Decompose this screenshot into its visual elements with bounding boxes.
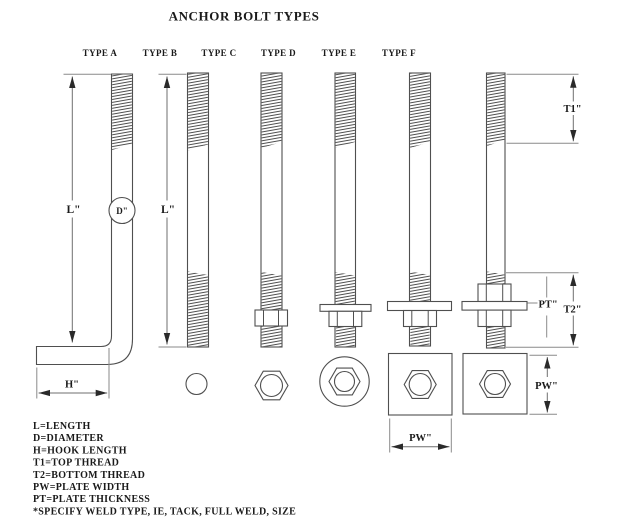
bolt-type-a: L" D" H" xyxy=(35,73,136,399)
bolt-f-mid-thread xyxy=(487,271,505,285)
bolt-type-d xyxy=(319,72,372,407)
bolt-b-bottom-thread xyxy=(188,271,208,347)
legend-line: T2=BOTTOM THREAD xyxy=(33,470,145,481)
hex-inner-circle xyxy=(483,372,507,396)
bolt-type-f: T1" T2" PT" PW" xyxy=(461,72,582,415)
bolt-f-bottom-thread xyxy=(487,326,505,348)
bolt-d-bottom-thread-lower xyxy=(335,326,355,347)
bolt-f-end-view-square-plate xyxy=(462,352,528,415)
bolt-e-end-view-square-plate xyxy=(387,352,453,416)
legend-line: T1=TOP THREAD xyxy=(33,458,119,469)
header-type-e: TYPE E xyxy=(322,48,357,58)
header-type-d: TYPE D xyxy=(261,48,296,58)
label-plate-width-e: PW" xyxy=(409,433,432,444)
hex-inner-circle xyxy=(333,370,356,393)
bolt-c-top-thread xyxy=(261,73,282,148)
header-type-b: TYPE B xyxy=(143,48,178,58)
label-length-b: L" xyxy=(161,204,175,216)
bolt-e-bottom-thread-upper xyxy=(410,271,430,302)
header-type-a: TYPE A xyxy=(83,48,118,58)
bolt-c-bottom-thread-upper xyxy=(261,272,282,311)
label-hook: H" xyxy=(65,380,79,391)
legend-line: PT=PLATE THICKNESS xyxy=(33,494,150,505)
legend-line: H=HOOK LENGTH xyxy=(33,445,127,456)
bolt-a-top-thread xyxy=(112,74,132,150)
bolt-d-hex-nut xyxy=(328,310,363,328)
bolt-c-hex-nut xyxy=(254,309,289,327)
legend-line: *SPECIFY WELD TYPE, IE, TACK, FULL WELD,… xyxy=(33,506,296,517)
bolt-d-end-view-round-plate xyxy=(319,356,370,407)
legend-line: D=DIAMETER xyxy=(33,433,104,444)
legend-line: L=LENGTH xyxy=(33,421,91,432)
label-diameter: D" xyxy=(116,206,128,216)
header-type-c: TYPE C xyxy=(201,48,236,58)
bolt-f-top-thread xyxy=(487,73,505,146)
bolt-d-bottom-thread-upper xyxy=(335,272,355,305)
bolt-type-e: PW" xyxy=(386,72,453,453)
hex-inner-circle xyxy=(259,373,284,398)
label-plate-width-f: PW" xyxy=(535,381,558,392)
diameter-callout-circle xyxy=(108,196,136,225)
bolt-e-bottom-thread-lower xyxy=(410,326,430,346)
label-plate-thickness: PT" xyxy=(539,300,558,311)
bolt-c-end-view-hex-nut xyxy=(254,370,289,401)
bolt-b-top-thread xyxy=(188,73,208,151)
bolt-f-lower-hex-nut xyxy=(477,309,512,328)
bolt-f-plate xyxy=(461,300,528,311)
bolt-e-hex-nut xyxy=(402,309,438,328)
bolt-type-b: L" xyxy=(158,72,210,396)
legend: L=LENGTH D=DIAMETER H=HOOK LENGTH T1=TOP… xyxy=(33,421,296,517)
bolt-b-end-view xyxy=(185,372,208,396)
bolt-d-plate xyxy=(319,303,372,312)
bolt-d-top-thread xyxy=(335,73,355,148)
bolt-e-top-thread xyxy=(410,73,430,148)
bolt-e-plate xyxy=(386,300,453,312)
label-top-thread: T1" xyxy=(563,104,581,115)
label-bottom-thread: T2" xyxy=(563,305,581,316)
bolt-type-c xyxy=(254,72,289,401)
header-type-f: TYPE F xyxy=(382,48,416,58)
bolt-f-upper-hex-nut xyxy=(477,283,512,303)
page-title: ANCHOR BOLT TYPES xyxy=(169,9,320,24)
hex-inner-circle xyxy=(408,372,432,397)
bolt-c-bottom-thread-lower xyxy=(261,325,282,347)
label-length-a: L" xyxy=(66,204,80,216)
legend-line: PW=PLATE WIDTH xyxy=(33,482,130,493)
